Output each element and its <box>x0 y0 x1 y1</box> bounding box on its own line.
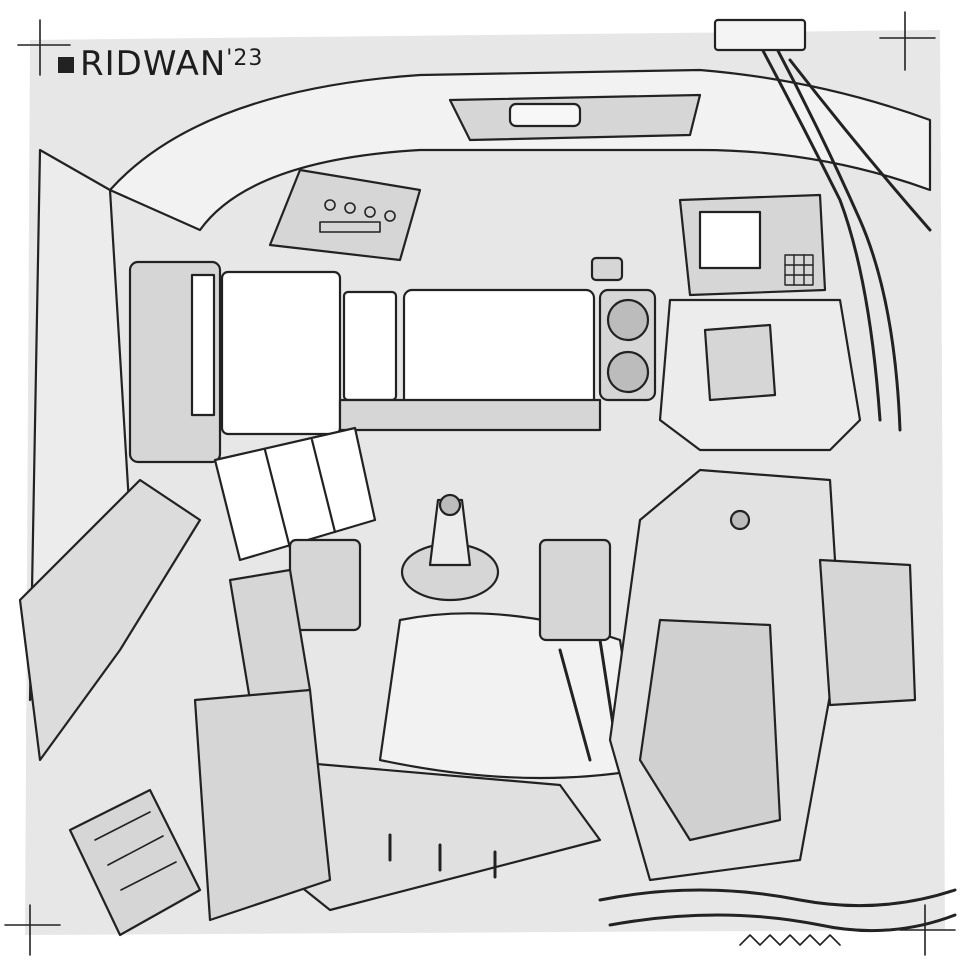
left-hull-strut <box>18 478 202 762</box>
air-vents <box>590 256 657 402</box>
display-divider-2 <box>310 438 337 534</box>
pedal-grip-lines <box>94 811 177 891</box>
floor-zigzag <box>739 934 841 946</box>
cable-connector <box>713 18 807 52</box>
seat-side-block <box>818 558 917 707</box>
main-screen-right <box>402 288 596 420</box>
joystick-top-button <box>438 493 462 517</box>
seat-back-pad <box>638 618 782 842</box>
corner-marks <box>4 11 956 956</box>
screen-bezel-strip <box>338 398 602 432</box>
ceiling-frame <box>108 68 932 232</box>
floor-cables <box>598 888 957 933</box>
main-screen-left <box>220 270 342 436</box>
overhead-switches <box>319 199 396 233</box>
foot-pedal <box>68 788 202 937</box>
lower-left-displays <box>213 426 377 562</box>
console-slots <box>388 833 497 879</box>
sticker-note <box>698 210 762 270</box>
signature-name: RIDWAN <box>80 44 227 84</box>
main-screen-center <box>342 290 398 402</box>
left-side-screen <box>190 273 216 417</box>
left-console <box>288 538 362 632</box>
ceiling-vent <box>508 102 582 128</box>
overhead-cables <box>758 43 932 432</box>
overhead-panel <box>268 168 422 262</box>
seat-bolt <box>729 509 751 531</box>
signature-square-icon <box>58 57 74 73</box>
headrest-clip <box>703 323 777 402</box>
left-armrest-block <box>193 688 332 922</box>
signature-year: '23 <box>226 46 264 71</box>
artist-signature: RIDWAN'23 <box>58 44 263 84</box>
display-divider-1 <box>263 448 292 550</box>
right-side-console <box>538 538 612 642</box>
keypad <box>784 254 814 286</box>
